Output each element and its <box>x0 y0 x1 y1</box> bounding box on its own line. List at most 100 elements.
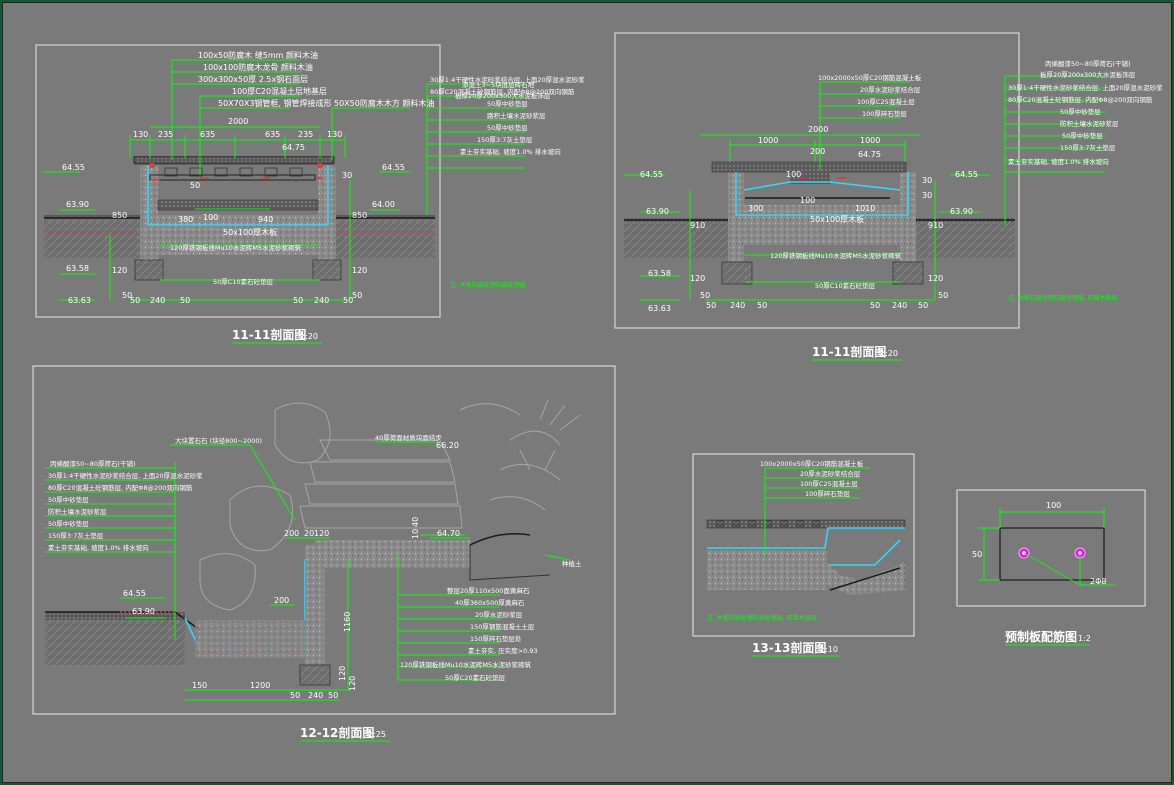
svg-text:板厚20厚200x300大水泥板饰层: 板厚20厚200x300大水泥板饰层 <box>455 91 551 100</box>
svg-text:40厚360x500厚黄麻石: 40厚360x500厚黄麻石 <box>455 598 525 607</box>
svg-text:防积土壤水泥砂浆层: 防积土壤水泥砂浆层 <box>1060 119 1119 128</box>
svg-text:50: 50 <box>290 691 300 700</box>
svg-text:1000: 1000 <box>860 136 880 145</box>
svg-text:50: 50 <box>328 691 338 700</box>
svg-text:235: 235 <box>298 130 313 139</box>
svg-text:50: 50 <box>122 291 132 300</box>
svg-text:300: 300 <box>748 204 763 213</box>
svg-text:100x50防腐木 缝5mm 颜料木油: 100x50防腐木 缝5mm 颜料木油 <box>198 50 318 60</box>
svg-text:50: 50 <box>700 291 710 300</box>
svg-text:120: 120 <box>928 274 943 283</box>
svg-text:丙烯酸漆50~80厚荷石(干铺): 丙烯酸漆50~80厚荷石(干铺) <box>50 459 136 468</box>
svg-text:80厚C20混凝土砼钢筋层, 内配Φ8@200双向钢筋: 80厚C20混凝土砼钢筋层, 内配Φ8@200双向钢筋 <box>430 87 575 96</box>
svg-text:150厚3:7灰土垫层: 150厚3:7灰土垫层 <box>477 135 533 144</box>
svg-text:素土夯实基础, 坡度1.0% 排水坡向: 素土夯实基础, 坡度1.0% 排水坡向 <box>1008 157 1109 166</box>
panel3-left-labels: 丙烯酸漆50~80厚荷石(干铺) 30厚1:4干硬性水泥砂浆结合层, 上面20厚… <box>48 459 203 552</box>
panel3-dimensions: 64.55 63.90 64.70 200 20 120 200 1160 10… <box>123 517 460 700</box>
panel3-level-top: 66.20 <box>436 441 459 450</box>
svg-text:50x100厚木板: 50x100厚木板 <box>223 227 277 237</box>
svg-text:30: 30 <box>922 176 932 185</box>
svg-text:50: 50 <box>190 181 200 190</box>
svg-text:64.00: 64.00 <box>372 200 395 209</box>
svg-text:80厚C20混凝土砼钢筋层, 内配Φ8@200双向钢筋: 80厚C20混凝土砼钢筋层, 内配Φ8@200双向钢筋 <box>48 483 193 492</box>
panel2-title: 11-11剖面图 <box>812 344 886 359</box>
svg-text:50: 50 <box>757 301 767 310</box>
svg-text:100厚C25混凝土层: 100厚C25混凝土层 <box>857 97 915 106</box>
svg-text:添混土3~5块度层砖石地: 添混土3~5块度层砖石地 <box>462 80 535 89</box>
svg-text:2000: 2000 <box>228 117 248 126</box>
svg-text:50: 50 <box>352 291 362 300</box>
svg-text:120: 120 <box>112 266 127 275</box>
svg-text:380: 380 <box>178 215 193 224</box>
panel-section-11-right: 100x2000x50厚C20钢筋混凝土板 20厚水泥砂浆结合层 100厚C25… <box>614 32 1163 361</box>
svg-text:120厚铁钢板线Mu10水泥砖M5水泥砂浆砌筑: 120厚铁钢板线Mu10水泥砖M5水泥砂浆砌筑 <box>400 660 532 669</box>
svg-text:120: 120 <box>314 529 329 538</box>
svg-text:635: 635 <box>265 130 280 139</box>
panel1-right-labels: 添混土3~5块度层砖石地 板厚20厚200x300大水泥板饰层 30厚1:4干硬… <box>430 75 585 156</box>
svg-text:300x300x50厚 2.5x钢石面层: 300x300x50厚 2.5x钢石面层 <box>198 74 308 84</box>
svg-text:路积土壤水泥砂浆层: 路积土壤水泥砂浆层 <box>487 111 546 120</box>
svg-text:64.70: 64.70 <box>437 529 460 538</box>
svg-text:150厚3:7灰土垫层: 150厚3:7灰土垫层 <box>48 531 104 540</box>
svg-text:1200: 1200 <box>250 681 270 690</box>
panel4-title: 13-13剖面图 <box>752 640 826 655</box>
svg-text:240: 240 <box>730 301 745 310</box>
svg-text:20厚水泥砂浆层: 20厚水泥砂浆层 <box>475 610 523 619</box>
svg-text:100: 100 <box>800 196 815 205</box>
svg-text:150: 150 <box>192 681 207 690</box>
svg-text:850: 850 <box>112 211 127 220</box>
panel-rebar-detail: 100 50 2Φ8 预制板配筋图 1:2 <box>956 489 1146 646</box>
svg-text:100x100防腐木龙骨 颜料木油: 100x100防腐木龙骨 颜料木油 <box>203 62 313 72</box>
svg-text:63.90: 63.90 <box>950 207 973 216</box>
svg-text:130: 130 <box>327 130 342 139</box>
panel3-right-labels: 整层20厚110x500面黄麻石 40厚360x500厚黄麻石 20厚水泥砂浆层… <box>400 586 538 682</box>
panel4-green-note: 注: 木板防腐处理防腐处理层, 防腐木面层 <box>707 614 817 622</box>
svg-text:63.90: 63.90 <box>66 200 89 209</box>
svg-text:20厚水泥砂浆结合层: 20厚水泥砂浆结合层 <box>860 85 921 94</box>
svg-text:64.75: 64.75 <box>282 143 305 152</box>
svg-text:100x2000x50厚C20钢筋混凝土板: 100x2000x50厚C20钢筋混凝土板 <box>760 459 864 468</box>
svg-text:30厚1:4干硬性水泥砂浆结合层, 上面20厚混水泥砂浆: 30厚1:4干硬性水泥砂浆结合层, 上面20厚混水泥砂浆 <box>48 471 203 480</box>
panel3-title: 12-12剖面图 <box>300 725 374 740</box>
panel4-scale: 1:10 <box>820 645 838 654</box>
svg-text:200: 200 <box>810 147 825 156</box>
svg-text:910: 910 <box>928 221 943 230</box>
slab-width-dim: 100 <box>1046 501 1061 510</box>
panel2-wall-note: 120厚铁钢板线Mu10水泥砖M5水泥砂浆砌筑 <box>770 251 902 260</box>
svg-text:120: 120 <box>338 666 347 681</box>
svg-text:50厚中砂垫层: 50厚中砂垫层 <box>487 123 528 132</box>
precast-slab-outline <box>999 527 1105 581</box>
svg-text:100厚C25混凝土层: 100厚C25混凝土层 <box>800 479 858 488</box>
panel1-wall-note: 120厚铁钢板线Mu10水泥砖M5水泥砂浆砌筑 <box>170 243 302 252</box>
svg-text:120: 120 <box>690 274 705 283</box>
rebar-label: 2Φ8 <box>1090 577 1106 586</box>
svg-text:20厚水泥砂浆结合层: 20厚水泥砂浆结合层 <box>800 469 861 478</box>
svg-text:素土夯实基础, 坡度1.0% 排水坡向: 素土夯实基础, 坡度1.0% 排水坡向 <box>460 147 561 156</box>
svg-text:50厚中砂垫层: 50厚中砂垫层 <box>1060 107 1101 116</box>
svg-text:整层20厚110x500面黄麻石: 整层20厚110x500面黄麻石 <box>447 586 530 595</box>
svg-text:板厚20厚200x300大水泥板饰层: 板厚20厚200x300大水泥板饰层 <box>1040 70 1136 79</box>
panel1-material-labels: 100x50防腐木 缝5mm 颜料木油 100x100防腐木龙骨 颜料木油 30… <box>198 50 434 108</box>
svg-text:63.63: 63.63 <box>648 304 671 313</box>
svg-text:940: 940 <box>258 215 273 224</box>
svg-text:50: 50 <box>870 301 880 310</box>
svg-text:64.75: 64.75 <box>858 150 881 159</box>
svg-text:防积土壤水泥砂浆层: 防积土壤水泥砂浆层 <box>48 507 107 516</box>
svg-text:素土夯实基础, 坡度1.0% 排水坡向: 素土夯实基础, 坡度1.0% 排水坡向 <box>48 543 149 552</box>
svg-text:64.55: 64.55 <box>382 163 405 172</box>
svg-text:80厚C20混凝土砼钢筋层, 内配Φ8@200双向钢筋: 80厚C20混凝土砼钢筋层, 内配Φ8@200双向钢筋 <box>1008 95 1153 104</box>
svg-text:1010: 1010 <box>855 204 875 213</box>
svg-text:40: 40 <box>411 517 420 527</box>
svg-text:2000: 2000 <box>808 125 828 134</box>
svg-text:50厚中砂垫层: 50厚中砂垫层 <box>1062 131 1103 140</box>
svg-text:64.55: 64.55 <box>62 163 85 172</box>
svg-text:1160: 1160 <box>343 612 352 632</box>
svg-text:30厚1:4干硬性水泥砂浆结合层, 上面20厚混水泥砂浆: 30厚1:4干硬性水泥砂浆结合层, 上面20厚混水泥砂浆 <box>1008 83 1163 92</box>
svg-text:50: 50 <box>180 296 190 305</box>
svg-text:120: 120 <box>352 266 367 275</box>
svg-text:240: 240 <box>150 296 165 305</box>
panel1-green-note: 注: 木板防腐处理防腐处理层 <box>450 281 526 289</box>
svg-text:200: 200 <box>274 596 289 605</box>
svg-text:100厚碎石垫层: 100厚碎石垫层 <box>805 489 850 498</box>
